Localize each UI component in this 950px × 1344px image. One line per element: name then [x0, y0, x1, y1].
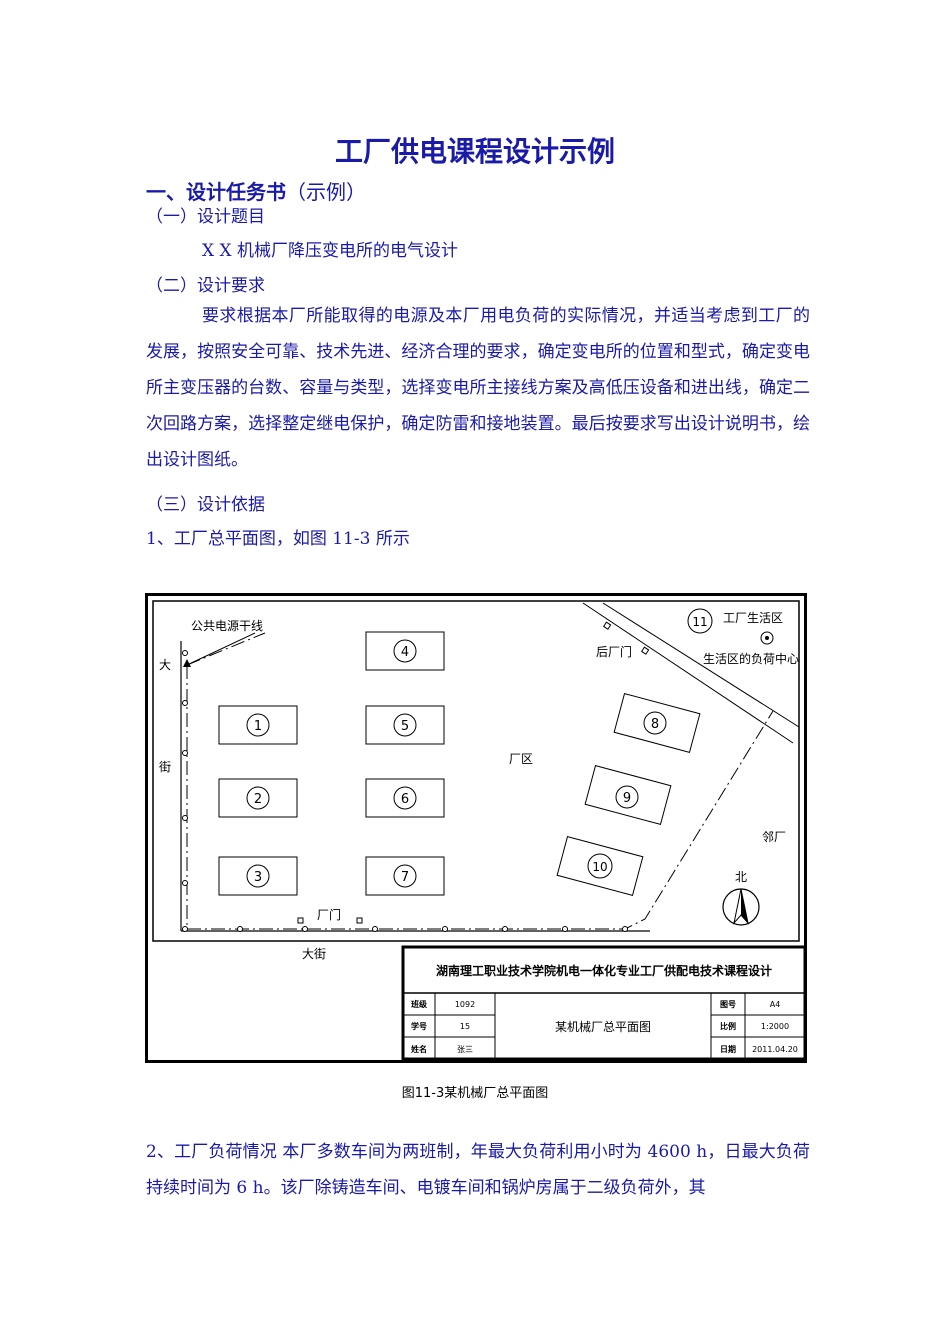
section-heading-text: 一、设计任务书 — [146, 180, 286, 204]
tb-val-drawing-no: A4 — [770, 1000, 781, 1009]
subsection-label-topic: （一）设计题目 — [146, 207, 265, 227]
tb-val-student-id: 15 — [460, 1022, 470, 1031]
label-neighbor-plant: 邻厂 — [762, 830, 786, 844]
tb-key-drawing-no: 图号 — [720, 1000, 736, 1009]
building-1-marker — [246, 713, 270, 737]
road-edge-1 — [582, 602, 794, 744]
subsection-label-requirements: （二）设计要求 — [146, 276, 265, 296]
building-5-marker — [393, 713, 417, 737]
building-9 — [584, 764, 672, 826]
tb-val-scale: 1:2000 — [761, 1022, 789, 1031]
label-street-bottom: 大街 — [302, 947, 326, 961]
building-6-number: 6 — [401, 792, 409, 807]
building-8-marker — [643, 711, 667, 735]
building-7-number: 7 — [401, 870, 409, 885]
power-line — [186, 632, 256, 666]
building-3-marker — [246, 864, 270, 888]
building-7-marker — [393, 864, 417, 888]
building-4-number: 4 — [401, 645, 409, 660]
subsection-label-basis: （三）设计依据 — [146, 495, 265, 515]
building-10-marker — [587, 853, 613, 879]
back-gate-post-1 — [602, 621, 612, 630]
inner-frame — [152, 600, 800, 942]
building-11-marker — [687, 608, 713, 634]
basis-item-1: 1、工厂总平面图，如图 11-3 所示 — [146, 529, 410, 549]
building-10-number: 10 — [592, 860, 607, 874]
label-street-left-1: 大 — [159, 658, 171, 672]
building-3 — [218, 856, 298, 896]
section-heading: 一、设计任务书（示例） — [146, 176, 366, 205]
label-front-gate: 厂门 — [317, 907, 341, 922]
building-4 — [365, 631, 445, 671]
building-2-number: 2 — [254, 792, 262, 807]
building-8-number: 8 — [651, 717, 659, 732]
label-back-gate: 后厂门 — [596, 644, 632, 659]
tb-key-student-id: 学号 — [411, 1021, 427, 1031]
title-block: 湖南理工职业技术学院机电一体化专业工厂供配电技术课程设计 某机械厂总平面图 班级… — [401, 945, 807, 1061]
building-8 — [613, 692, 701, 754]
label-street-left-2: 街 — [159, 760, 171, 774]
building-11-number: 11 — [692, 615, 707, 629]
document-title: 工厂供电课程设计示例 — [334, 135, 615, 168]
title-block-drawing-name: 某机械厂总平面图 — [555, 1019, 651, 1034]
outer-frame — [145, 593, 807, 1063]
building-6-marker — [393, 786, 417, 810]
tb-key-date: 日期 — [720, 1044, 736, 1054]
back-gate-post-2 — [640, 646, 650, 655]
building-5-number: 5 — [401, 719, 409, 734]
section-heading-note: （示例） — [286, 180, 366, 204]
tb-key-scale: 比例 — [720, 1021, 736, 1031]
road-edge-2 — [602, 602, 800, 728]
gate-post-right — [356, 917, 363, 924]
tb-val-class: 1092 — [455, 1000, 475, 1009]
building-4-marker — [393, 639, 417, 663]
tb-val-date: 2011.04.20 — [752, 1045, 798, 1054]
design-topic: X X 机械厂降压变电所的电气设计 — [202, 241, 459, 261]
requirements-paragraph: 要求根据本厂所能取得的电源及本厂用电负荷的实际情况，并适当考虑到工厂的发展，按照… — [146, 306, 810, 470]
building-1-number: 1 — [254, 719, 262, 734]
tb-key-name: 姓名 — [410, 1044, 427, 1054]
building-9-marker — [615, 785, 639, 809]
label-living-center: 生活区的负荷中心 — [703, 651, 799, 666]
label-plant-area: 厂区 — [509, 752, 533, 766]
label-power-line: 公共电源干线 — [191, 619, 263, 633]
label-living-area: 工厂生活区 — [723, 611, 783, 625]
building-9-number: 9 — [623, 791, 631, 806]
label-north: 北 — [735, 870, 747, 884]
basis-item-2: 2、工厂负荷情况 本厂多数车间为两班制，年最大负荷利用小时为 4600 h，日最… — [146, 1142, 810, 1198]
building-3-number: 3 — [254, 870, 262, 885]
building-2-marker — [246, 786, 270, 810]
building-2 — [218, 778, 298, 818]
tb-val-name: 张三 — [457, 1045, 473, 1054]
factory-plan-drawing: 1 2 3 4 5 6 7 8 9 10 11 公共电源干线 大 街 大街 后厂… — [145, 593, 807, 1063]
title-block-header: 湖南理工职业技术学院机电一体化专业工厂供配电技术课程设计 — [436, 963, 772, 978]
power-entry-marker — [183, 659, 191, 667]
gate-post-left — [297, 917, 304, 924]
building-7 — [365, 856, 445, 896]
load-center-icon — [760, 631, 774, 645]
building-10 — [556, 835, 644, 897]
figure-caption: 图11-3某机械厂总平面图 — [401, 1086, 549, 1101]
utility-poles — [182, 650, 628, 932]
building-1 — [218, 705, 298, 745]
tb-key-class: 班级 — [411, 999, 428, 1009]
buildings — [218, 631, 701, 897]
building-6 — [365, 778, 445, 818]
building-5 — [365, 705, 445, 745]
factory-plan-figure: 1 2 3 4 5 6 7 8 9 10 11 公共电源干线 大 街 大街 后厂… — [145, 593, 807, 1063]
